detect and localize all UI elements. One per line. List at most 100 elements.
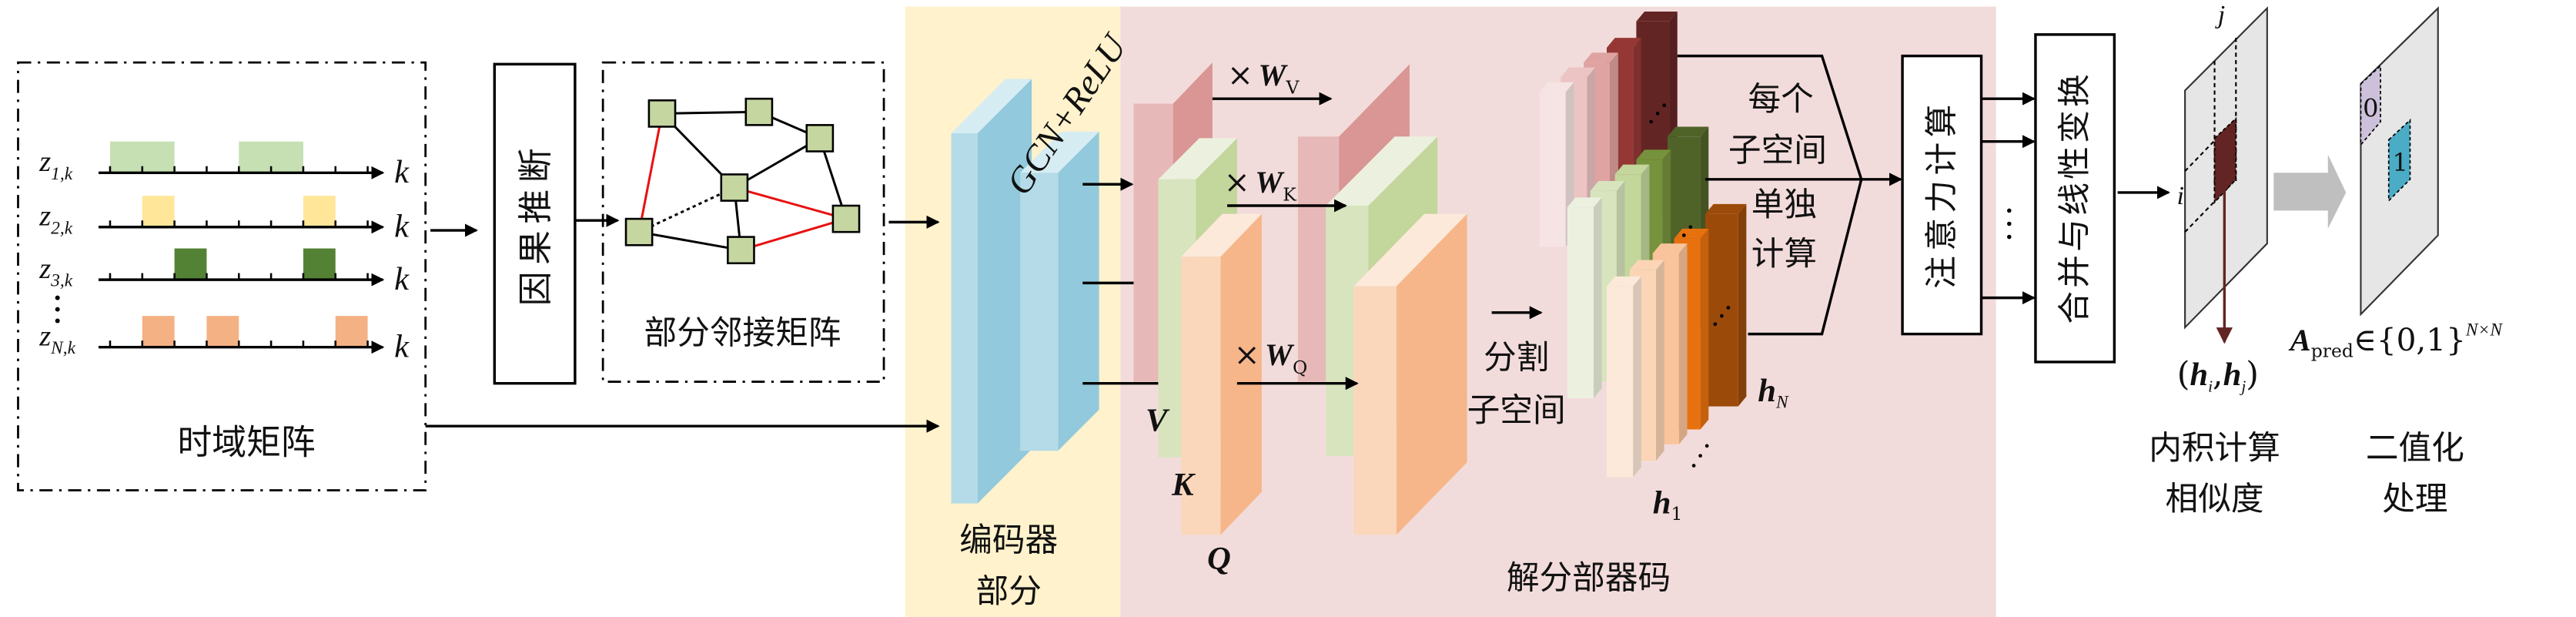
gcn-layer-2 (1020, 131, 1099, 451)
binarize-arrow (2273, 154, 2347, 229)
merge-linear-label: 合并与线性变换 (2056, 71, 2094, 324)
row-label: z1,k (38, 146, 73, 184)
head-dots (2007, 208, 2012, 240)
graph-node (624, 217, 654, 246)
row-label: zN,k (38, 320, 75, 359)
similarity-matrix: i j (2176, 1, 2268, 344)
encoder-label-line2: 部分 (976, 572, 1042, 611)
graph-node (727, 236, 755, 265)
block-top (951, 79, 1032, 134)
block-side (1396, 213, 1467, 535)
block-top (1614, 164, 1650, 175)
block-top (1584, 52, 1618, 63)
block-front (951, 133, 978, 504)
block-top (1629, 260, 1664, 270)
block-top (1133, 62, 1213, 104)
block-top (1567, 197, 1602, 208)
encoder (951, 79, 1099, 504)
block-front (1353, 286, 1397, 535)
one-label: 1 (2392, 148, 2407, 177)
block-top (1158, 138, 1237, 179)
axis-label-k: k (394, 328, 410, 364)
encoder-label-line1: 编码器 (959, 521, 1058, 560)
merge-linear-box: 合并与线性变换 (2034, 33, 2116, 364)
partial-adjacency-title: 部分邻接矩阵 (644, 314, 841, 352)
zero-label: 0 (2363, 94, 2378, 123)
binarize-label-line2: 处理 (2382, 480, 2447, 518)
block-top (1539, 82, 1574, 92)
block-top (1020, 131, 1099, 173)
graph-node (831, 204, 861, 233)
block-side (1220, 213, 1262, 535)
block-side (1700, 228, 1709, 430)
q-label: Q (1207, 541, 1231, 577)
subspace-slab (1567, 197, 1602, 398)
times-wq-label: ×WQ (1234, 336, 1308, 378)
activity-bar (335, 316, 368, 347)
subspace-group-orange (1606, 203, 1747, 478)
block-top (1636, 149, 1671, 160)
graph-edge (661, 110, 759, 115)
subspace-slabs (1539, 11, 1747, 478)
split-label-line2: 子空间 (1467, 391, 1566, 430)
h1-label: h1 (1653, 485, 1683, 525)
causal-inference-box: 因果推断 (493, 62, 577, 385)
activity-bar (206, 316, 239, 347)
a-pred-formula: Apred∈{0,1}N×N (2288, 320, 2504, 362)
time-domain-frame (17, 61, 427, 491)
per-subspace-line3: 单独 (1751, 186, 1817, 224)
block-top (1606, 276, 1641, 287)
block-top (1667, 126, 1709, 137)
causal-inference-label: 因果推断 (515, 142, 556, 307)
block-front (1567, 207, 1594, 398)
graph-edge (638, 186, 735, 233)
time-series-row: zN,k k (38, 316, 410, 365)
block-front (1705, 213, 1738, 407)
graph-node (720, 173, 749, 202)
block-side (1678, 243, 1688, 444)
block-side (1593, 197, 1602, 398)
graph-edge (734, 186, 847, 220)
axis-label-k: k (394, 154, 410, 190)
v-label: V (1146, 403, 1170, 439)
per-subspace-line2: 子空间 (1728, 131, 1827, 169)
hN-label: hN (1758, 373, 1789, 413)
time-series-row: z1,k k (38, 141, 410, 190)
times-wv-label: ×WV (1227, 56, 1300, 99)
block-front (1181, 257, 1221, 535)
block-top (1181, 213, 1262, 257)
vkq-blocks (1133, 62, 1467, 535)
j-index-label: j (2215, 1, 2225, 29)
block-side (977, 79, 1032, 504)
block-top (1636, 11, 1678, 22)
graph-node (805, 124, 835, 153)
graph-node (744, 97, 774, 126)
partial-adjacency-graph: 部分邻接矩阵 (601, 61, 885, 383)
binarize-label-line1: 二值化 (2366, 429, 2464, 468)
per-subspace-funnel: 每个 子空间 单独 计算 (1677, 54, 1863, 336)
graph-edge (638, 230, 741, 252)
block-front (1020, 173, 1059, 451)
activity-bar (303, 196, 336, 227)
axis-label-k: k (394, 209, 410, 245)
block-side (1656, 260, 1664, 461)
graph-node (647, 99, 677, 128)
activity-bar (174, 248, 207, 280)
decoder-title: 解分部器码 (1507, 559, 1671, 598)
block-side (1058, 131, 1099, 451)
block-top (1606, 38, 1641, 48)
subspace-dots (1649, 103, 1731, 468)
block-side (1633, 276, 1641, 478)
subspace-slab (1705, 203, 1747, 407)
graph-edge (637, 113, 664, 233)
zero-cell (2360, 64, 2381, 147)
activity-bar (303, 248, 336, 280)
similarity-label-line1: 内积计算 (2149, 429, 2280, 468)
block-front (1606, 286, 1634, 478)
block-top (1652, 243, 1688, 253)
axis-label-k: k (394, 261, 410, 297)
vertical-dots (55, 295, 60, 324)
attention-box: 注意力计算 (1901, 54, 1983, 336)
